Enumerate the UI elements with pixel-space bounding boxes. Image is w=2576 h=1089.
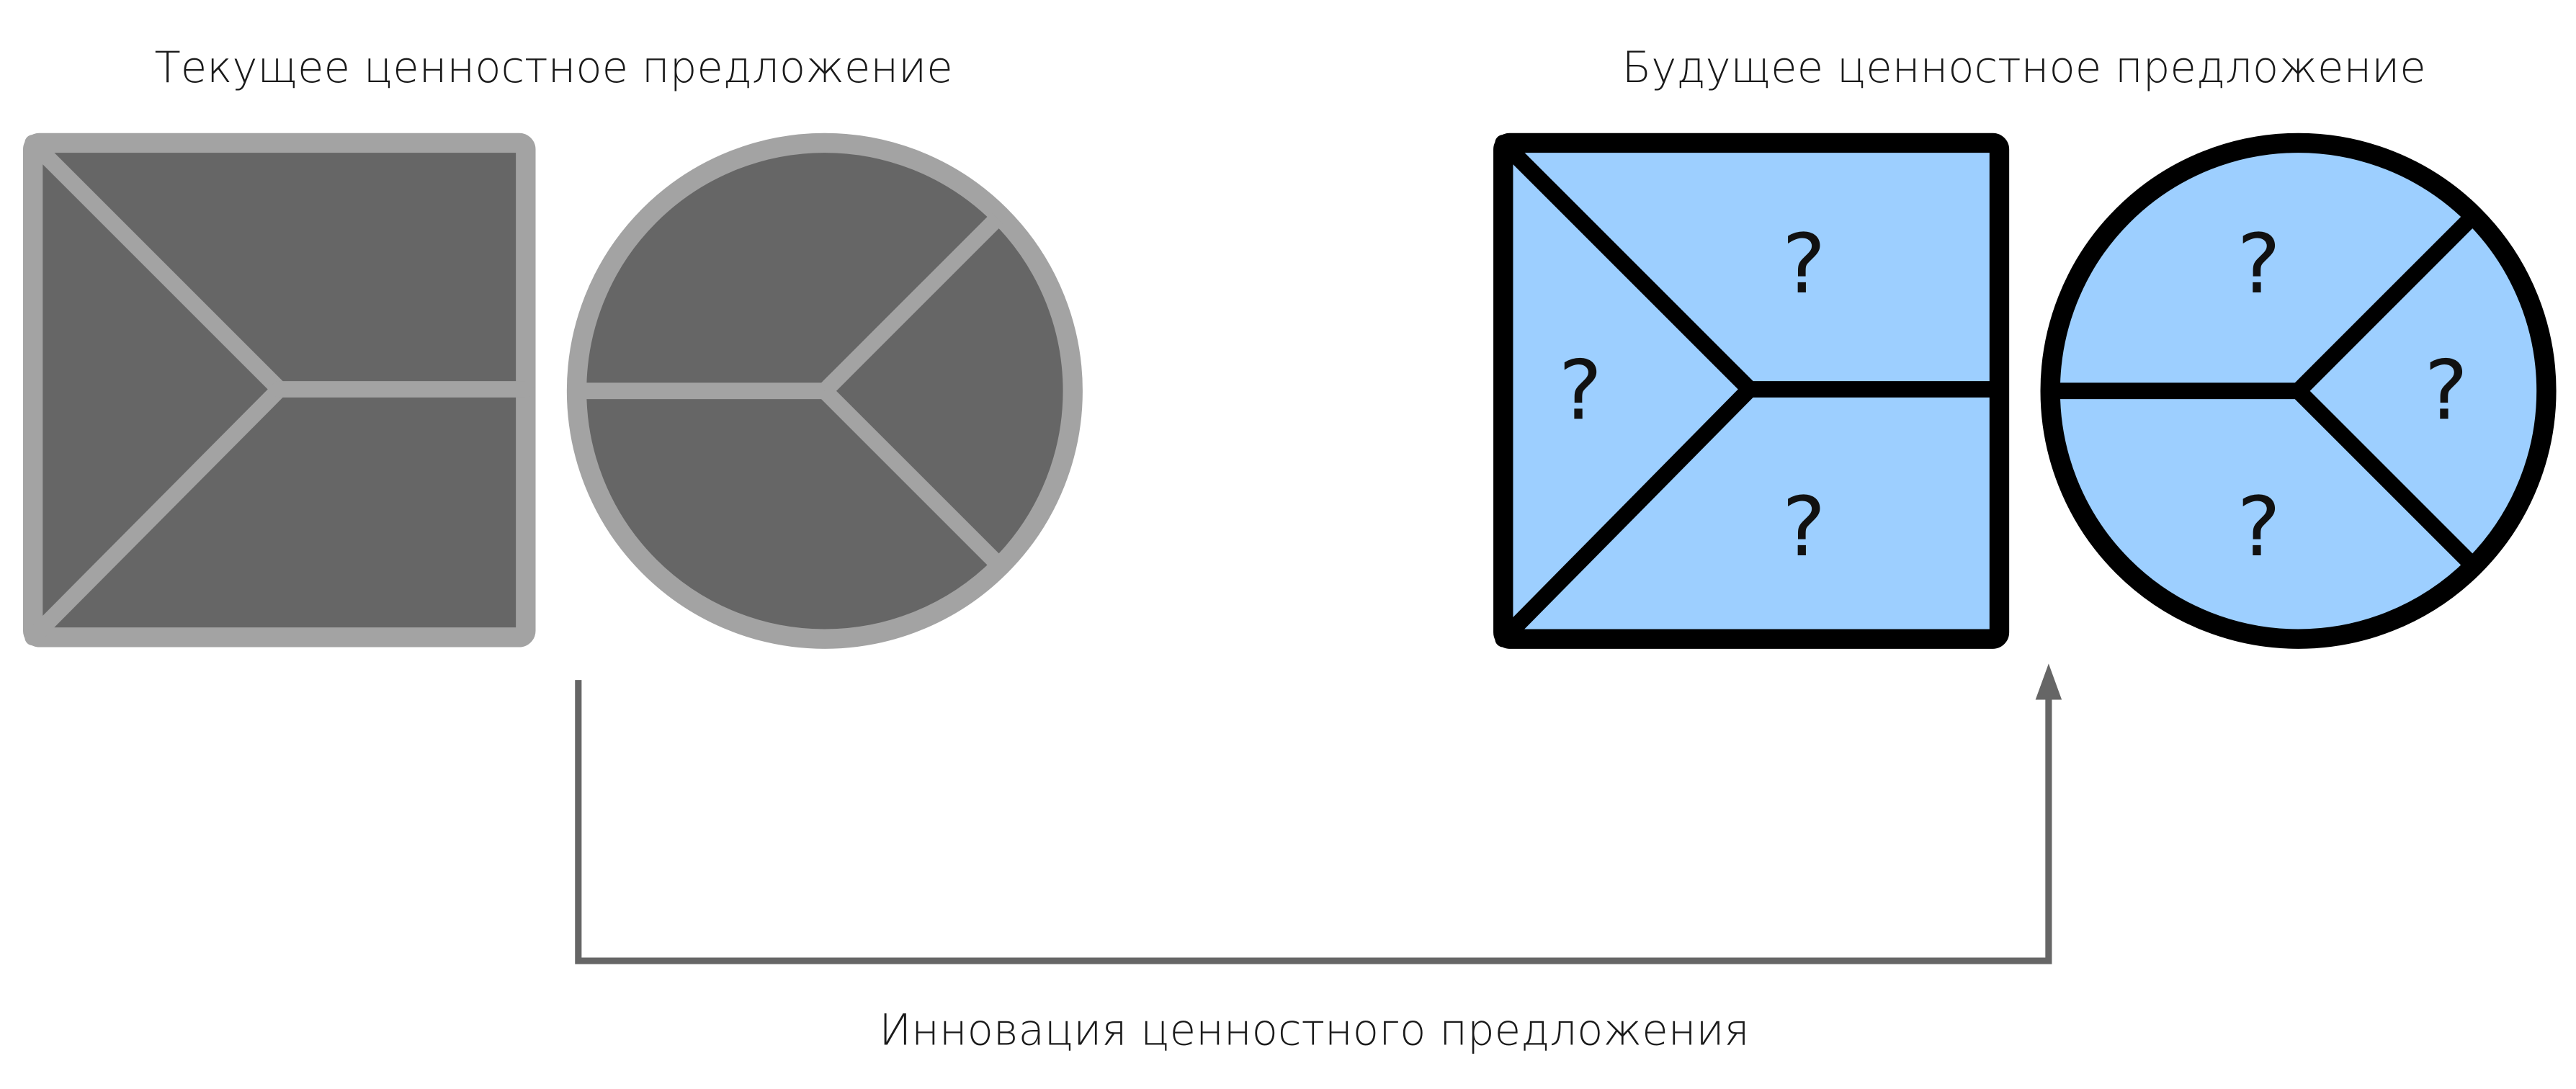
- future-value-proposition-title: Будущее ценностное предложение: [1622, 42, 2426, 92]
- future-circle-right-question: ?: [2425, 343, 2469, 439]
- current-circle-divider-top: [818, 212, 1003, 397]
- future-circle-top-question: ?: [2237, 216, 2281, 312]
- future-circle-divider-bottom: [2292, 385, 2477, 570]
- current-square-divider-bottom: [24, 381, 288, 646]
- future-square-left-question: ?: [1559, 343, 1603, 439]
- innovation-connector-line: [575, 680, 2052, 964]
- current-value-map-icon: [22, 133, 536, 647]
- current-customer-profile-icon: [566, 133, 1083, 649]
- future-square-divider-bottom: [1495, 381, 1758, 647]
- future-customer-profile-icon: ? ? ?: [2040, 133, 2557, 649]
- future-circle-bottom-question: ?: [2237, 479, 2281, 575]
- future-circle-divider-top: [2292, 212, 2477, 397]
- future-square-bottom-question: ?: [1782, 479, 1826, 575]
- current-value-proposition-title: Текущее ценностное предложение: [154, 42, 952, 92]
- current-square-divider-top: [24, 135, 288, 398]
- future-square-divider-top: [1495, 135, 1758, 398]
- innovation-label: Инновация ценностного предложения: [879, 1005, 1749, 1054]
- current-circle-divider-bottom: [818, 385, 1003, 570]
- innovation-connector: [575, 663, 2062, 964]
- future-square-top-question: ?: [1782, 216, 1826, 312]
- arrow-up-icon: [2035, 663, 2062, 700]
- future-value-map-icon: ? ? ?: [1493, 133, 2010, 649]
